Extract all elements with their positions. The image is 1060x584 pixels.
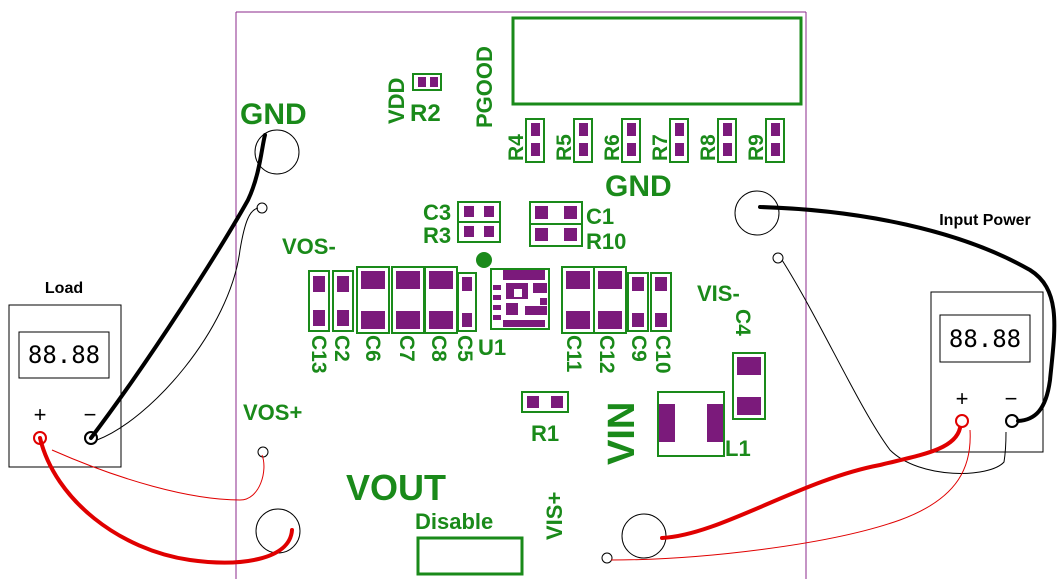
- c13-label: C13: [307, 335, 330, 374]
- c9-label: C9: [627, 335, 650, 362]
- u1-label: U1: [478, 335, 506, 360]
- r1-outline: [521, 391, 569, 413]
- vos-minus-testpoint: [256, 202, 268, 214]
- vos-plus-testpoint: [257, 446, 269, 458]
- r7-label: R7: [649, 134, 672, 161]
- input-vin-wire: [660, 426, 962, 540]
- c11-label: C11: [562, 335, 585, 373]
- load-meter-title: Load: [45, 280, 83, 297]
- resistor-row: R4 R5 R6 R7 R8: [505, 118, 785, 163]
- vis-plus-testpoint: [601, 552, 613, 564]
- vis-minus-testpoint: [772, 252, 784, 264]
- input-vis-plus-sense-wire: [610, 429, 971, 561]
- left-capacitor-group: [308, 266, 477, 334]
- r2-label: R2: [410, 100, 441, 127]
- r1-label: R1: [531, 421, 559, 446]
- resistor-r4: R4: [505, 118, 545, 163]
- load-meter-body: [8, 304, 122, 468]
- load-vout-wire: [38, 436, 294, 565]
- r6-label: R6: [601, 134, 624, 161]
- resistor-r6: R6: [601, 118, 641, 163]
- c4-outline: [732, 352, 766, 420]
- load-meter-screen: [18, 331, 110, 379]
- disable-label: Disable: [415, 509, 493, 534]
- pgood-label: PGOOD: [472, 46, 497, 128]
- r8-label: R8: [697, 134, 720, 161]
- r3-label: R3: [423, 223, 451, 248]
- c2-label: C2: [330, 335, 353, 362]
- load-meter: Load 88.88 + −: [8, 280, 122, 468]
- gnd-left-terminal: [254, 129, 300, 175]
- input-meter: Input Power 88.88 + −: [930, 212, 1044, 453]
- c6-label: C6: [361, 335, 384, 362]
- r2-pad-a: [418, 77, 426, 87]
- pgood-header-outline: [511, 16, 803, 106]
- input-meter-plus-jack: [955, 414, 969, 428]
- u1-pin1-dot: [476, 252, 492, 268]
- vin-label: VIN: [601, 402, 643, 465]
- gnd-left-label: GND: [240, 98, 307, 131]
- r10-label: R10: [586, 229, 626, 254]
- input-meter-minus-sign: −: [1005, 386, 1018, 411]
- resistor-r5: R5: [553, 118, 593, 163]
- vis-plus-label: VIS+: [542, 492, 567, 540]
- vos-minus-label: VOS-: [282, 234, 336, 259]
- r2-pad-b: [430, 77, 438, 87]
- c10-label: C10: [651, 335, 674, 374]
- r5-label: R5: [553, 134, 576, 161]
- vin-terminal: [621, 513, 667, 559]
- load-gnd-wire: [89, 133, 267, 440]
- c4-label: C4: [731, 309, 754, 336]
- load-meter-display: 88.88: [28, 341, 100, 369]
- l1-label: L1: [725, 436, 751, 461]
- load-meter-plus-sign: +: [34, 402, 47, 427]
- load-vos-plus-sense-wire: [51, 449, 265, 501]
- load-vos-minus-sense-wire: [96, 207, 259, 441]
- u1-chip: [490, 268, 550, 330]
- r9-label: R9: [745, 134, 768, 161]
- input-meter-display: 88.88: [949, 325, 1021, 353]
- input-meter-screen: [939, 314, 1031, 363]
- load-meter-minus-sign: −: [84, 402, 97, 427]
- c5-label: C5: [453, 335, 476, 362]
- c7-label: C7: [395, 335, 418, 362]
- input-meter-plus-sign: +: [956, 386, 969, 411]
- vdd-label: VDD: [384, 78, 409, 124]
- input-meter-body: [930, 291, 1044, 453]
- c12-label: C12: [595, 335, 618, 374]
- resistor-r8: R8: [697, 118, 737, 163]
- resistor-r7: R7: [649, 118, 689, 163]
- c3-label: C3: [423, 200, 451, 225]
- resistor-r9: R9: [745, 118, 785, 163]
- input-vis-minus-sense-wire: [781, 259, 1007, 474]
- gnd-right-label: GND: [605, 170, 672, 203]
- disable-jumper-outline: [416, 536, 524, 576]
- input-gnd-wire: [758, 205, 1057, 423]
- gnd-right-terminal: [734, 190, 780, 236]
- c8-label: C8: [427, 335, 450, 362]
- vout-label: VOUT: [346, 467, 446, 508]
- right-capacitor-group: [561, 266, 672, 334]
- vos-plus-label: VOS+: [243, 400, 302, 425]
- c1-label: C1: [586, 204, 614, 229]
- input-meter-title: Input Power: [939, 212, 1031, 229]
- r2-outline: [412, 73, 442, 91]
- l1-outline: [657, 391, 725, 457]
- vis-minus-label: VIS-: [697, 281, 740, 306]
- r4-label: R4: [505, 134, 528, 161]
